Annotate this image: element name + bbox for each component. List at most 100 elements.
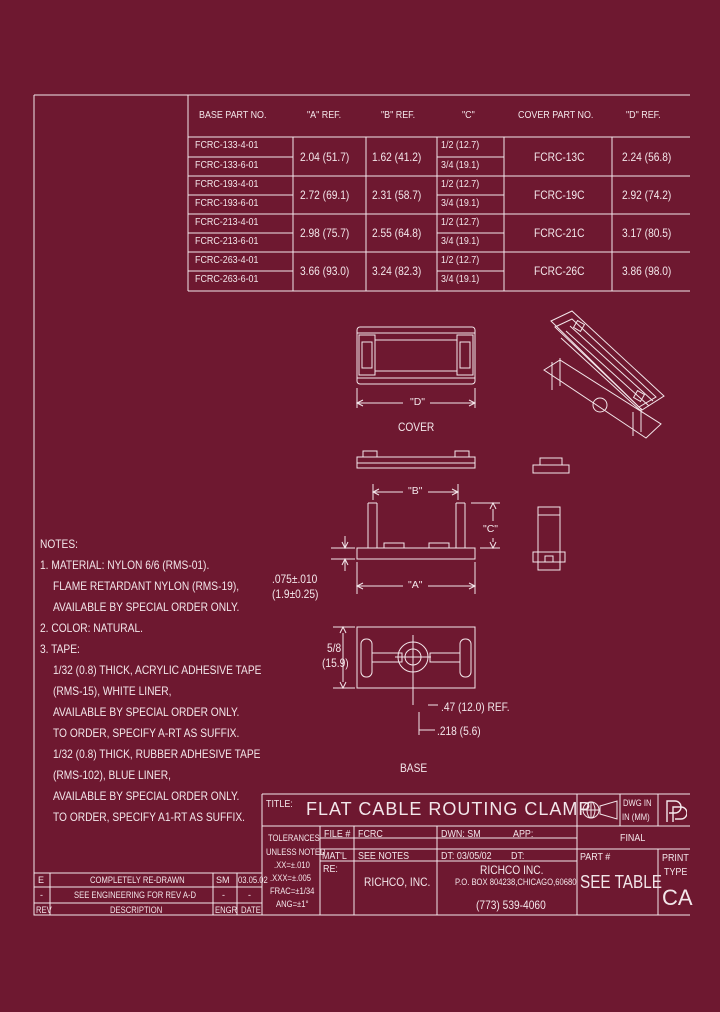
- rev-header-date: DATE: [241, 905, 261, 915]
- date-suffix: DT:: [511, 850, 525, 862]
- a-ref-1: 2.04 (51.7): [300, 150, 350, 164]
- richco-logo: [663, 798, 687, 824]
- width-dim: 5/8: [327, 641, 342, 655]
- table-header-d-ref: "D" REF.: [626, 109, 661, 121]
- cover-part-4: FCRC-26C: [534, 264, 585, 278]
- c-value-6: 3/4 (19.1): [441, 235, 480, 247]
- tol-xxx: .XXX=±.005: [270, 873, 311, 883]
- rev-row-2-desc: SEE ENGINEERING FOR REV A-D: [74, 890, 197, 900]
- dim-a-label: "A": [408, 579, 423, 591]
- d-ref-2: 2.92 (74.2): [622, 188, 672, 202]
- print-type-label-2: TYPE: [664, 866, 688, 878]
- c-value-8: 3/4 (19.1): [441, 273, 480, 285]
- print-type-value: CA: [662, 885, 693, 910]
- table-header-a-ref: "A" REF.: [307, 109, 342, 121]
- base-part-4: FCRC-193-6-01: [195, 197, 259, 209]
- rev-row-1-desc: COMPLETELY RE-DRAWN: [90, 875, 185, 885]
- a-ref-4: 3.66 (93.0): [300, 264, 350, 278]
- base-part-1: FCRC-133-4-01: [195, 139, 259, 151]
- ref-47-dim: .47 (12.0) REF.: [441, 700, 510, 714]
- title-label: TITLE:: [266, 798, 293, 810]
- c-value-2: 3/4 (19.1): [441, 159, 480, 171]
- rev-header-desc: DESCRIPTION: [110, 905, 163, 915]
- note-line-8: AVAILABLE BY SPECIAL ORDER ONLY.: [53, 705, 240, 719]
- re-label: RE:: [323, 863, 338, 875]
- base-part-3: FCRC-193-4-01: [195, 178, 259, 190]
- table-header-c: "C": [462, 109, 475, 121]
- a-ref-2: 2.72 (69.1): [300, 188, 350, 202]
- a-ref-3: 2.98 (75.7): [300, 226, 350, 240]
- b-ref-3: 2.55 (64.8): [372, 226, 422, 240]
- c-value-5: 1/2 (12.7): [441, 216, 480, 228]
- b-ref-1: 1.62 (41.2): [372, 150, 422, 164]
- cover-part-3: FCRC-21C: [534, 226, 585, 240]
- note-line-12: AVAILABLE BY SPECIAL ORDER ONLY.: [53, 789, 240, 803]
- d-ref-4: 3.86 (98.0): [622, 264, 672, 278]
- note-line-6: 1/32 (0.8) THICK, ACRYLIC ADHESIVE TAPE: [53, 663, 262, 677]
- print-type-label-1: PRINT: [662, 852, 689, 864]
- tol-ang: ANG=±1°: [276, 899, 309, 909]
- tolerances-label: TOLERANCES: [268, 833, 320, 843]
- rev-header-engr: ENGR: [215, 905, 238, 915]
- rev-row-2-rev: -: [40, 890, 43, 900]
- note-line-1: 1. MATERIAL: NYLON 6/6 (RMS-01).: [40, 558, 210, 572]
- date-label: DT: 03/05/02: [441, 850, 492, 862]
- rev-header-rev: REV: [36, 905, 52, 915]
- final-label: FINAL: [620, 832, 646, 844]
- cover-view-label: COVER: [398, 420, 435, 434]
- table-header-cover-part: COVER PART NO.: [518, 109, 594, 121]
- ref-218-dim: .218 (5.6): [437, 724, 481, 738]
- base-part-7: FCRC-263-4-01: [195, 254, 259, 266]
- rev-row-1-date: 03.05.02: [238, 875, 268, 885]
- thickness-dim: .075±.010: [272, 572, 318, 586]
- thickness-dim-mm: (1.9±0.25): [272, 587, 319, 601]
- drawing-title: FLAT CABLE ROUTING CLAMP: [306, 799, 592, 819]
- dim-b-label: "B": [408, 485, 423, 497]
- rev-row-2-date: -: [248, 890, 251, 900]
- cover-part-1: FCRC-13C: [534, 150, 585, 164]
- note-line-5: 3. TAPE:: [40, 642, 80, 656]
- company-address: P.O. BOX 804238,CHICAGO,60680: [455, 877, 577, 887]
- app-label: APP:: [513, 828, 534, 840]
- note-line-11: (RMS-102), BLUE LINER,: [53, 768, 171, 782]
- company-phone: (773) 539-4060: [476, 898, 546, 912]
- c-value-7: 1/2 (12.7): [441, 254, 480, 266]
- dwg-units-2: IN (MM): [622, 812, 650, 822]
- base-part-8: FCRC-263-6-01: [195, 273, 259, 285]
- unless-noted-label: UNLESS NOTED: [266, 847, 326, 857]
- base-part-2: FCRC-133-6-01: [195, 159, 259, 171]
- base-part-5: FCRC-213-4-01: [195, 216, 259, 228]
- dwg-units-1: DWG IN: [623, 798, 652, 808]
- note-line-2: FLAME RETARDANT NYLON (RMS-19),: [53, 579, 240, 593]
- notes-heading: NOTES:: [40, 537, 78, 551]
- part-number-label: PART #: [580, 851, 611, 863]
- b-ref-4: 3.24 (82.3): [372, 264, 422, 278]
- company-name: RICHCO INC.: [480, 863, 544, 877]
- d-ref-1: 2.24 (56.8): [622, 150, 672, 164]
- base-view-label: BASE: [400, 761, 428, 775]
- note-line-7: (RMS-15), WHITE LINER,: [53, 684, 172, 698]
- matl-label: MAT'L: [322, 850, 347, 862]
- table-header-b-ref: "B" REF.: [381, 109, 416, 121]
- dim-c-label: "C": [483, 523, 499, 535]
- part-number-value: SEE TABLE: [580, 872, 662, 892]
- table-header-base-part: BASE PART NO.: [199, 109, 267, 121]
- re-value: RICHCO, INC.: [364, 875, 431, 889]
- b-ref-2: 2.31 (58.7): [372, 188, 422, 202]
- dim-d-label: "D": [410, 396, 426, 408]
- file-value: FCRC: [358, 828, 383, 840]
- width-dim-mm: (15.9): [322, 656, 349, 670]
- tol-xx: .XX=±.010: [274, 860, 310, 870]
- note-line-13: TO ORDER, SPECIFY A1-RT AS SUFFIX.: [53, 810, 245, 824]
- rev-row-1-engr: SM: [216, 875, 230, 885]
- d-ref-3: 3.17 (80.5): [622, 226, 672, 240]
- file-label: FILE #: [324, 828, 351, 840]
- c-value-1: 1/2 (12.7): [441, 139, 480, 151]
- rev-row-1-rev: E: [38, 875, 45, 885]
- dwn-label: DWN: SM: [441, 828, 481, 840]
- rev-row-2-engr: -: [222, 890, 225, 900]
- c-value-3: 1/2 (12.7): [441, 178, 480, 190]
- cover-part-2: FCRC-19C: [534, 188, 585, 202]
- note-line-9: TO ORDER, SPECIFY A-RT AS SUFFIX.: [53, 726, 240, 740]
